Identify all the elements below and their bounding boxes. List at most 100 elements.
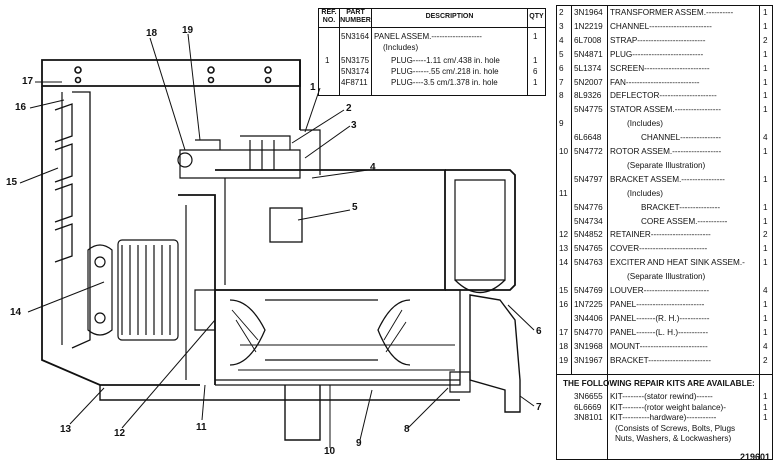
callout-11: 11 <box>196 422 207 433</box>
cell-part: 3N1967 <box>574 355 603 365</box>
cell-part: 3N1964 <box>574 8 603 17</box>
cell-desc: (Separate Illustration) <box>627 160 706 170</box>
cell-ref: 10 <box>559 147 569 156</box>
callout-8: 8 <box>404 424 410 435</box>
cell-desc: KIT----------hardware)----------- <box>610 413 717 422</box>
cell-part: 5N4765 <box>574 244 603 254</box>
callout-17: 17 <box>22 76 34 87</box>
callout-1: 1 <box>310 82 316 93</box>
cell-ref: 13 <box>559 244 569 254</box>
cell-qty: 1 <box>763 299 768 309</box>
cell-part: 5N4775 <box>574 105 603 115</box>
cell-desc: EXCITER AND HEAT SINK ASSEM.- <box>610 258 745 268</box>
cell-desc: BRACKET--------------- <box>641 202 721 212</box>
table-row: 4F8711 PLUG----3.5 cm/1.378 in. hole 1 <box>341 78 538 87</box>
callout-12: 12 <box>114 428 126 439</box>
cell-qty: 1 <box>763 392 768 401</box>
cell-desc: DEFLECTOR--------------------- <box>610 91 717 101</box>
cell-qty: 1 <box>763 244 768 254</box>
cell-ref: 14 <box>559 258 569 268</box>
cell-desc: CHANNEL----------------------- <box>610 21 712 31</box>
cell-ref: 16 <box>559 299 569 309</box>
cell-desc: RETAINER---------------------- <box>610 230 711 240</box>
cell-desc: PANEL-------(R. H.)----------- <box>610 313 710 323</box>
cell-desc: LOUVER------------------------ <box>610 286 710 295</box>
header-qty: QTY <box>528 9 545 28</box>
generator-cutaway-drawing <box>19 33 535 448</box>
cell-part: 5N4776 <box>574 202 603 212</box>
cell-qty: 1 <box>763 258 768 268</box>
cell-ref: 19 <box>559 355 569 365</box>
table-row: 1 5N3175 PLUG-----1.11 cm/.438 in. hole … <box>325 56 538 65</box>
cell-qty: 1 <box>763 413 768 422</box>
callout-14: 14 <box>10 307 22 318</box>
table-row: 5N3164 PANEL ASSEM.------------------- 1 <box>341 32 538 41</box>
callout-15: 15 <box>6 177 18 188</box>
cell-part: 5N4769 <box>574 286 603 295</box>
cell-desc: PANEL------------------------- <box>610 299 705 309</box>
callout-3: 3 <box>351 120 357 131</box>
cell-qty: 1 <box>763 105 768 115</box>
callout-19: 19 <box>182 25 194 36</box>
panel-parts-table: REF. NO. PART NUMBER DESCRIPTION QTY 5N3… <box>318 8 546 96</box>
cell-part: 5L1374 <box>574 63 602 73</box>
cell-qty: 1 <box>763 63 768 73</box>
table-row: 5N4775 STATOR ASSEM.----------------- 1 <box>557 105 772 115</box>
table-row: 11(Includes) <box>557 189 772 199</box>
cell-part: 5N2007 <box>574 77 603 87</box>
kit-row: (Consists of Screws, Bolts, Plugs <box>557 424 772 434</box>
cell-part: 5N4797 <box>574 174 603 184</box>
cell-ref: 2 <box>559 8 564 17</box>
cell-qty: 1 <box>763 174 768 184</box>
cell-ref: 5 <box>559 49 564 59</box>
cell-desc: STATOR ASSEM.----------------- <box>610 105 721 115</box>
cell-part: 8L9326 <box>574 91 602 101</box>
table-row: 14 5N4763 EXCITER AND HEAT SINK ASSEM.- 1 <box>557 258 772 268</box>
cell-desc: TRANSFORMER ASSEM.---------- <box>610 8 734 17</box>
cell-qty: 2 <box>763 35 768 45</box>
cell-part: 5N4734 <box>574 216 603 226</box>
figure-number: 219601 <box>740 452 771 462</box>
cell-ref: 11 <box>559 188 568 198</box>
cell-part: 3N4406 <box>574 313 603 323</box>
callout-6: 6 <box>536 326 542 337</box>
cell-desc: ROTOR ASSEM.------------------ <box>610 147 722 156</box>
callout-13: 13 <box>60 424 72 435</box>
cell-desc: (Separate Illustration) <box>627 272 706 282</box>
cell-desc: STRAP------------------------- <box>610 35 706 45</box>
cell-desc: BRACKET----------------------- <box>610 355 711 365</box>
cell-ref: 15 <box>559 286 569 295</box>
cell-qty: 1 <box>763 216 768 226</box>
cell-desc: CHANNEL--------------- <box>641 133 722 143</box>
table-row: 5N3174 PLUG------.55 cm/.218 in. hole 6 <box>341 67 538 76</box>
cell-part: 6L7008 <box>574 35 602 45</box>
callout-7: 7 <box>536 402 542 413</box>
cell-desc: (Consists of Screws, Bolts, Plugs <box>615 423 736 433</box>
table-row: 9(Includes) <box>557 119 772 129</box>
cell-part: 5N4763 <box>574 258 603 268</box>
cell-qty: 1 <box>763 147 768 156</box>
cell-desc: MOUNT------------------------- <box>610 341 708 351</box>
callout-16: 16 <box>15 102 27 113</box>
cell-desc: (Includes) <box>627 119 663 129</box>
cell-part: 6L6669 <box>574 402 602 412</box>
cell-part: 5N4871 <box>574 49 603 59</box>
cell-desc: KIT--------(rotor weight balance)- <box>610 402 727 412</box>
kit-row: Nuts, Washers, & Lockwashers) <box>557 434 772 444</box>
cell-desc: KIT--------(stator rewind)------ <box>610 392 713 401</box>
callout-18: 18 <box>146 28 158 39</box>
cell-desc: BRACKET ASSEM.---------------- <box>610 174 725 184</box>
cell-qty: 1 <box>763 8 768 17</box>
callout-2: 2 <box>346 103 352 114</box>
